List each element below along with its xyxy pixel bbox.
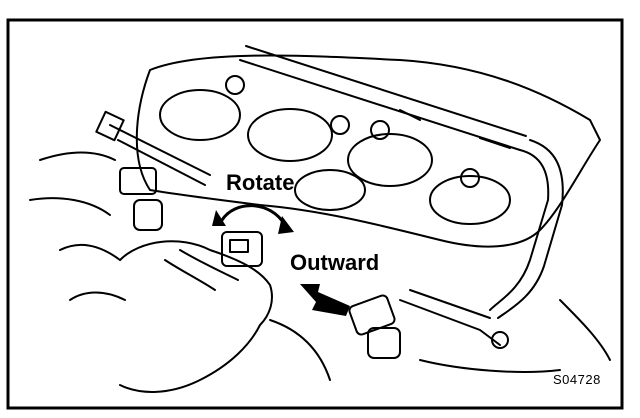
intake-port <box>247 108 333 162</box>
rotate-label: Rotate <box>226 170 295 195</box>
bolt <box>225 75 245 95</box>
figure-code: S04728 <box>553 372 601 387</box>
fuel-pipe <box>489 149 550 311</box>
rotate-arrow-icon <box>212 204 294 234</box>
intake-port <box>159 89 241 141</box>
outward-arrow-icon <box>300 284 350 316</box>
cylinder-head <box>135 54 601 248</box>
right-injector-connector <box>348 294 396 336</box>
hand <box>119 240 273 393</box>
fuel-rail <box>239 59 521 151</box>
center-injector-connector <box>221 231 263 267</box>
bolt <box>370 120 390 140</box>
intake-port <box>294 169 366 211</box>
intake-port <box>429 175 511 225</box>
left-injector-connector <box>119 167 157 195</box>
bolt <box>330 115 350 135</box>
left-fuel-pipe <box>109 124 211 176</box>
intake-port <box>347 133 433 187</box>
outward-label: Outward <box>290 250 380 275</box>
bolt <box>460 168 480 188</box>
